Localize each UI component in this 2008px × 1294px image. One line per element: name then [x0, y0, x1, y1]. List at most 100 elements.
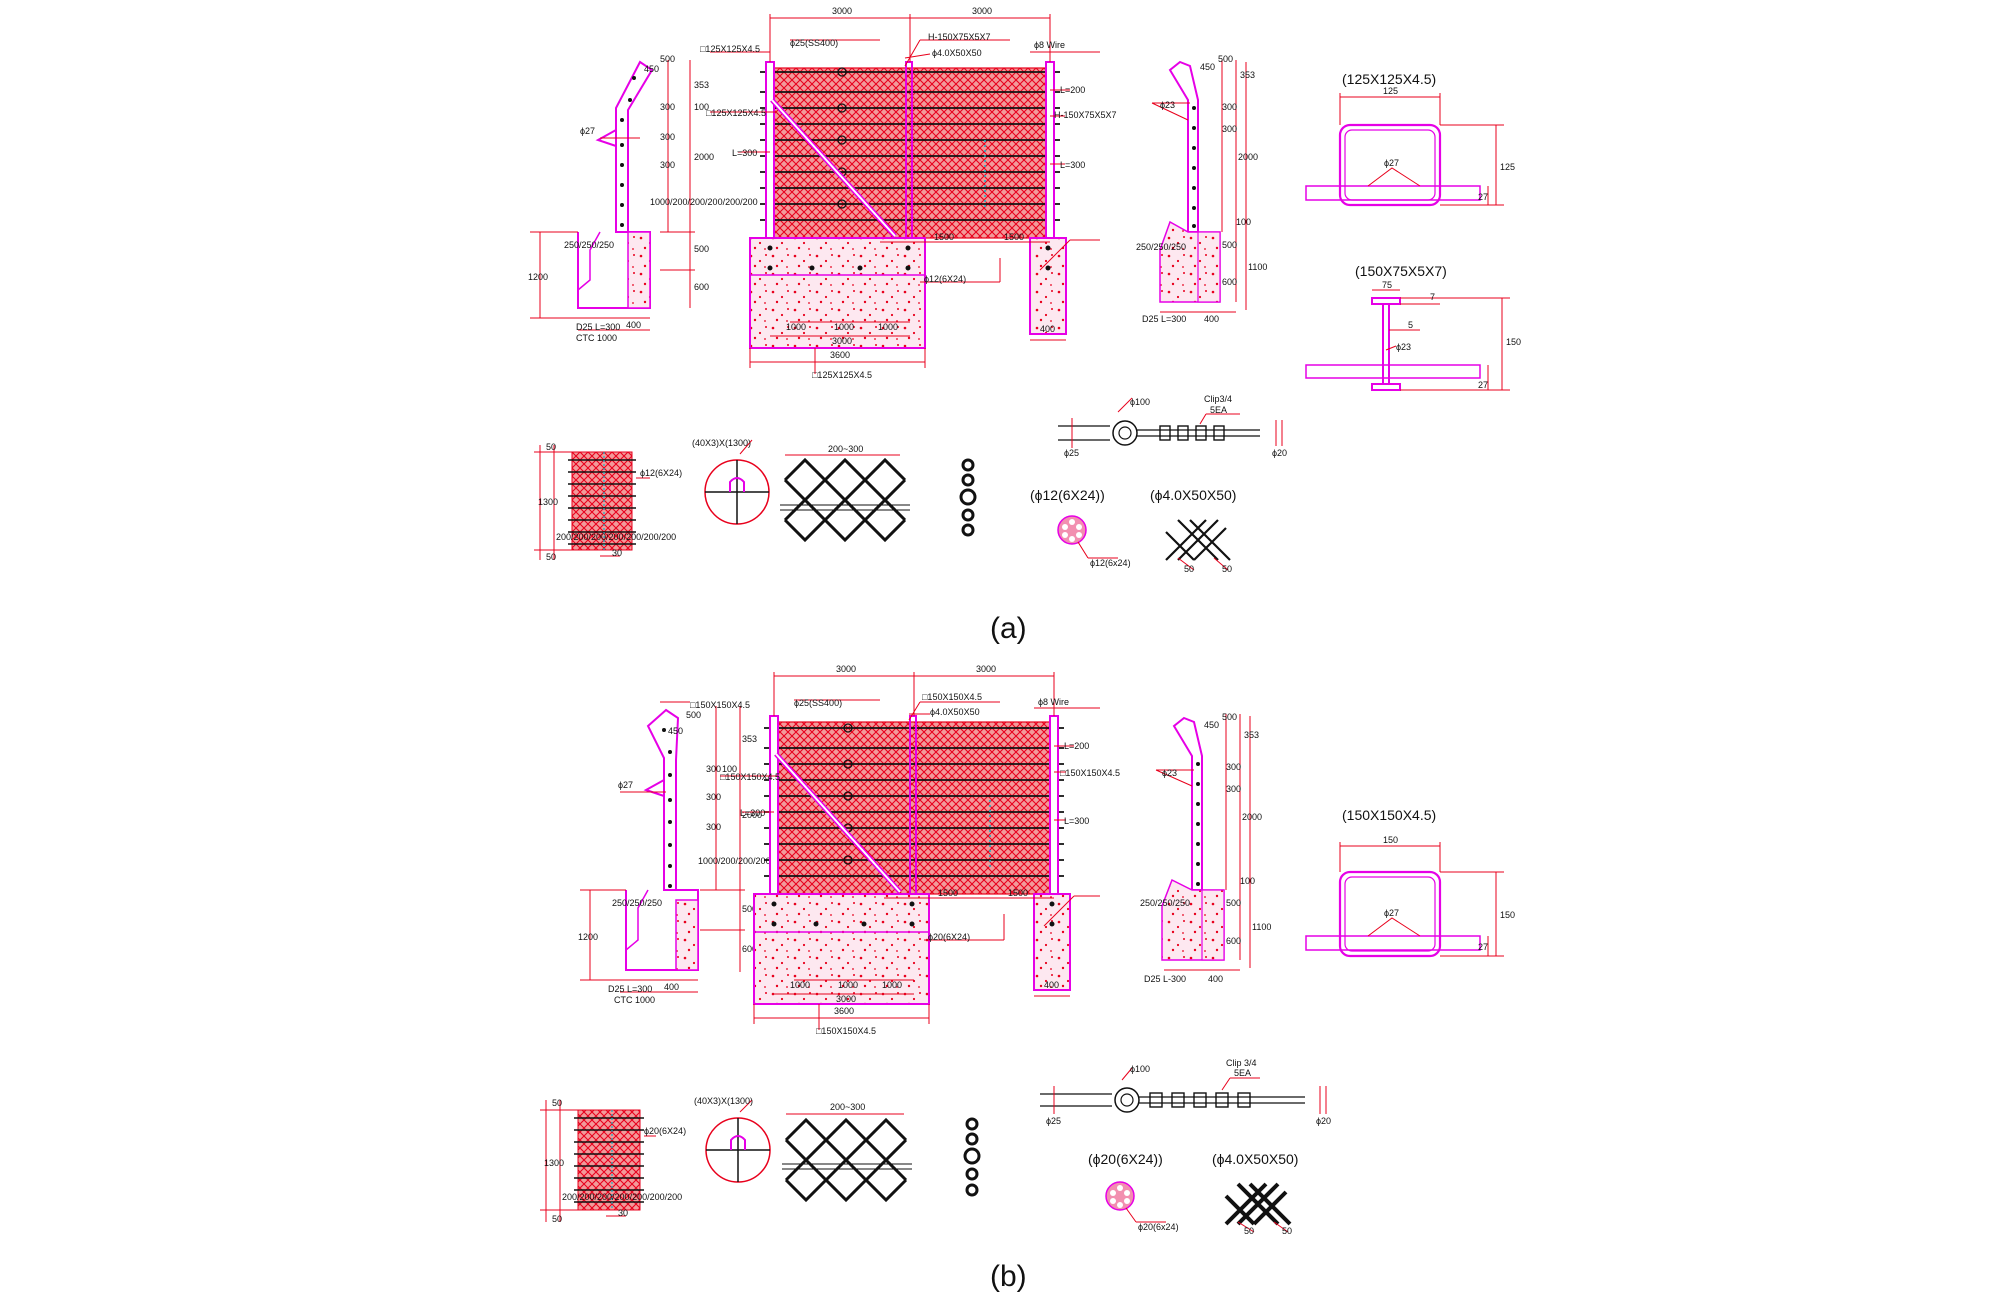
ls-b-post: □150X150X4.5: [690, 700, 750, 710]
rs-a-d500: 500: [1218, 54, 1233, 64]
rd-b-bracket: (40X3)X(1300): [694, 1096, 753, 1106]
fr-a-l200: L=200: [1060, 85, 1085, 95]
fr-b-mesh: ϕ4.0X50X50: [930, 707, 980, 717]
sec1-b-h: 150: [1500, 910, 1515, 920]
fr-a-base-1000b: 1000: [834, 322, 854, 332]
fr-a-1500-l: 1500: [934, 232, 954, 242]
rs-b-phi23: ϕ23: [1162, 768, 1177, 778]
ls-b-d500b: 500: [742, 904, 757, 914]
rs-a-d400: 400: [1204, 314, 1219, 324]
ms-b-d50b: 50: [1282, 1226, 1292, 1236]
ls-a-d300b: 300: [660, 132, 675, 142]
clip-wire-icon-b: ϕ100 ϕ25 Clip 3/4 5EA ϕ20: [1040, 1058, 1331, 1126]
rd-a-30: 30: [612, 548, 622, 558]
sec1-b-w: 150: [1383, 835, 1398, 845]
caption-b: (b): [990, 1260, 1027, 1293]
ls-b-d450: 450: [668, 726, 683, 736]
ls-a-d300a: 300: [660, 102, 675, 112]
panel-a: 500 450 353 300 100 2000 300 300 500 600…: [528, 6, 1521, 645]
fr-a-beam-top: H-150X75X5X7: [928, 32, 991, 42]
fr-b-base-1000b: 1000: [838, 980, 858, 990]
rs-a-d500b: 500: [1222, 240, 1237, 250]
clip-a-phi25: ϕ25: [1064, 448, 1079, 458]
caption-a: (a): [990, 612, 1027, 645]
ls-a-d10000: 1000/200/200/200/200/200: [650, 197, 758, 207]
chain-link-icon-a: [959, 458, 977, 537]
rs-b-d500: 500: [1222, 712, 1237, 722]
clip-b-ea: 5EA: [1234, 1068, 1251, 1078]
clip-a-label: Clip3/4: [1204, 394, 1232, 404]
mesh-diamond-icon-b: 200~300: [782, 1102, 912, 1203]
fr-a-post-ml: □125X125X4.5: [706, 108, 766, 118]
rs-b-d400: 400: [1208, 974, 1223, 984]
fr-a-footing-400: 400: [1040, 324, 1055, 334]
rs-a-d300a: 300: [1222, 102, 1237, 112]
sec1-a-h: 125: [1500, 162, 1515, 172]
mesh-diamond-icon-a: 200~300: [780, 444, 910, 543]
ls-a-ctc: CTC 1000: [576, 333, 617, 343]
ls-a-d25: D25 L=300: [576, 322, 620, 332]
rs-b-d500b: 500: [1226, 898, 1241, 908]
fr-a-base-3600: 3600: [830, 350, 850, 360]
ls-b-d353: 353: [742, 734, 757, 744]
rs-a-d1100: 1100: [1248, 262, 1267, 272]
ls-b-d2000: 2000: [742, 810, 762, 820]
fr-a-l300-right: L=300: [1060, 160, 1085, 170]
ls-b-d400: 400: [664, 982, 679, 992]
sec1-a-title: (125X125X4.5): [1342, 71, 1436, 87]
ls-a-d500: 500: [660, 54, 675, 64]
ls-a-d300c: 300: [660, 160, 675, 170]
rd-b-30: 30: [618, 1208, 628, 1218]
rs-b-d450: 450: [1204, 720, 1219, 730]
ls-a-d600: 600: [694, 282, 709, 292]
sec1-b-phi: ϕ27: [1384, 908, 1399, 918]
clip-b-phi25: ϕ25: [1046, 1116, 1061, 1126]
clip-b-phi100: ϕ100: [1130, 1064, 1150, 1074]
fr-a-base-1000c: 1000: [878, 322, 898, 332]
fr-b-rope: ϕ20(6X24): [928, 932, 970, 942]
rs-b-d600: 600: [1226, 936, 1241, 946]
right-side-elevation-b: 500 450 353 300 300 2000 100 500 600 110…: [1140, 712, 1271, 984]
fr-b-span-right: 3000: [976, 664, 996, 674]
fr-b-post-ml: □150X150X4.5: [720, 772, 780, 782]
rs-a-d250: 250/250/250: [1136, 242, 1186, 252]
ms-a-d50b: 50: [1222, 564, 1232, 574]
fr-b-bottom-post: □150X150X4.5: [816, 1026, 876, 1036]
ms-b-title: (ϕ4.0X50X50): [1212, 1151, 1298, 1167]
clip-b-phi20: ϕ20: [1316, 1116, 1331, 1126]
chain-link-icon-b: [963, 1117, 981, 1197]
section-square-tube-a: (125X125X4.5) 125 125 ϕ27 27: [1305, 71, 1515, 207]
ls-a-d1200: 1200: [528, 272, 548, 282]
rs-b-d1100: 1100: [1252, 922, 1271, 932]
ms-a-title: (ϕ4.0X50X50): [1150, 487, 1236, 503]
bracket-detail-b: (40X3)X(1300): [694, 1096, 771, 1183]
rope-detail-b: 1300 50 50 200/200/200/200/200/200/200 3…: [540, 1096, 981, 1224]
rs-a-d600: 600: [1222, 277, 1237, 287]
mesh-diamond-icon-section-b: (ϕ4.0X50X50) 50 50: [1212, 1151, 1298, 1236]
ls-b-d600: 600: [742, 944, 757, 954]
fr-b-base-3600: 3600: [834, 1006, 854, 1016]
fr-b-l300-left: L=300: [740, 808, 765, 818]
rs-sec-b-label: ϕ20(6x24): [1138, 1222, 1179, 1232]
fr-a-beam-right: H-150X75X5X7: [1054, 110, 1117, 120]
fr-b-1500-r: 1500: [1008, 888, 1028, 898]
fr-a-bottom-post: □125X125X4.5: [812, 370, 872, 380]
rs-a-d2000: 2000: [1238, 152, 1258, 162]
ls-a-d400: 400: [626, 320, 641, 330]
mesh-diamond-icon-section-a: (ϕ4.0X50X50) 50 50: [1150, 487, 1236, 574]
ls-b-d25: D25 L=300: [608, 984, 652, 994]
rs-b-d300a: 300: [1226, 762, 1241, 772]
section-h-beam-a: (150X75X5X7) 75 7 5 150 ϕ23 27: [1305, 263, 1521, 391]
rs-a-d450: 450: [1200, 62, 1215, 72]
ms-b-d50a: 50: [1244, 1226, 1254, 1236]
fr-b-l300-right: L=300: [1064, 816, 1089, 826]
ls-b-d300b: 300: [706, 792, 721, 802]
fr-b-base-1000a: 1000: [790, 980, 810, 990]
rs-b-d300b: 300: [1226, 784, 1241, 794]
fr-b-wire: ϕ8 Wire: [1038, 697, 1069, 707]
sec2-a-flange: 7: [1430, 292, 1435, 302]
clip-a-phi20: ϕ20: [1272, 448, 1287, 458]
sec1-a-phi: ϕ27: [1384, 158, 1399, 168]
rd-b-span: 200~300: [830, 1102, 865, 1112]
ls-b-d500: 500: [686, 710, 701, 720]
